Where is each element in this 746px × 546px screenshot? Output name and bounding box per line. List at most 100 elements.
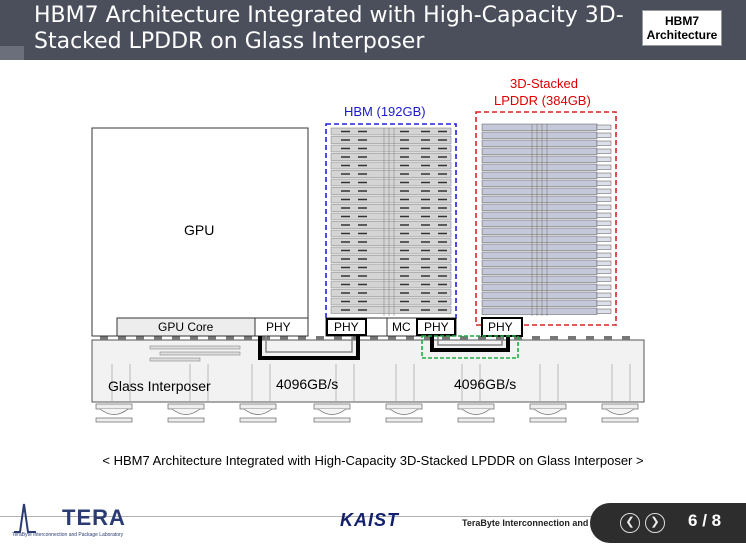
lpddr-layer (481, 187, 598, 195)
lpddr-layer-edge (596, 308, 612, 314)
hbm-layer (330, 127, 452, 136)
glass-interposer-label: Glass Interposer (108, 378, 211, 394)
lpddr-layer (481, 211, 598, 219)
micro-bump (550, 336, 558, 340)
lpddr-layer-edge (596, 148, 612, 154)
hbm-layer (330, 204, 452, 212)
title-band (0, 0, 746, 60)
bandwidth-left-label: 4096GB/s (276, 376, 339, 392)
page-separator: / (702, 511, 707, 530)
gpu-die (91, 127, 309, 337)
hbm-mc-label: MC (392, 320, 411, 334)
lpddr-layer-edge (596, 236, 612, 242)
kaist-logo: KAIST (340, 510, 399, 530)
hbm-layer (330, 263, 452, 272)
hbm-layer (330, 289, 452, 297)
solder-ball-pad (167, 403, 205, 410)
solder-ball-base (167, 417, 205, 423)
solder-ball-base (239, 417, 277, 423)
lpddr-layer-edge (596, 228, 612, 234)
micro-bump (334, 336, 342, 340)
solder-ball (461, 408, 491, 415)
interposer-trace (149, 357, 201, 362)
gpu-label: GPU (184, 222, 215, 238)
page-number: 6 / 8 (688, 511, 721, 531)
title-bar: HBM7 Architecture Integrated with High-C… (0, 0, 746, 60)
lpddr-layer-edge (596, 124, 612, 130)
micro-bump (442, 336, 450, 340)
lpddr-layer-edge (596, 156, 612, 162)
lpddr-layer (481, 235, 598, 243)
micro-bump (244, 336, 252, 340)
micro-bump (532, 336, 540, 340)
lpddr-layer (481, 147, 598, 155)
lpddr-layer (481, 283, 598, 291)
lpddr-layer (481, 227, 598, 235)
lpddr-layer-edge (596, 260, 612, 266)
hbm-phy-left (326, 318, 367, 336)
hbm-layer (330, 195, 452, 204)
lpddr-stack (481, 123, 612, 316)
lpddr-layer-edge (596, 268, 612, 274)
lpddr-layer (481, 243, 598, 251)
hbm-layer (330, 255, 452, 263)
solder-ball (317, 408, 347, 415)
micro-bump (424, 336, 432, 340)
title-accent (0, 46, 24, 60)
micro-bump (118, 336, 126, 340)
micro-bump (298, 336, 306, 340)
next-page-button[interactable]: ❯ (645, 513, 665, 533)
gpu-phy-block (254, 317, 309, 337)
lpddr-layer-edge (596, 212, 612, 218)
page-total: 8 (711, 511, 722, 530)
lpddr-layer-edge (596, 188, 612, 194)
lpddr-phy-label: PHY (488, 320, 513, 334)
hbm-layer (330, 246, 452, 255)
page-current: 6 (688, 511, 698, 530)
prev-page-button[interactable]: ❮ (620, 513, 640, 533)
lpddr-layer-edge (596, 276, 612, 282)
lpddr-layer (481, 291, 598, 299)
hbm-layer (330, 280, 452, 289)
micro-bump (190, 336, 198, 340)
lpddr-label-line-1: 3D-Stacked (510, 76, 578, 91)
micro-bump (154, 336, 162, 340)
solder-ball (389, 408, 419, 415)
lpddr-layer-edge (596, 284, 612, 290)
interposer-trace (159, 351, 241, 356)
lpddr-layer (481, 219, 598, 227)
lpddr-layer (481, 299, 598, 307)
micro-bump (496, 336, 504, 340)
tera-logo-icon (14, 503, 36, 533)
hbm-phy-left-label: PHY (334, 320, 359, 334)
hbm-layer (330, 212, 452, 221)
micro-bump (226, 336, 234, 340)
solder-ball-base (601, 417, 639, 423)
solder-ball-base (313, 417, 351, 423)
micro-bump (316, 336, 324, 340)
hbm-layer (330, 144, 452, 153)
lpddr-layer (481, 163, 598, 171)
hbm-layer (330, 221, 452, 229)
lpddr-layer (481, 195, 598, 203)
hbm-stack (330, 127, 452, 316)
gpu-hbm-link (258, 336, 360, 360)
solder-ball (605, 408, 635, 415)
lpddr-layer (481, 259, 598, 267)
solder-ball-pad (601, 403, 639, 410)
lpddr-layer (481, 251, 598, 259)
micro-bumps (100, 336, 630, 340)
gpu-core-label: GPU Core (158, 320, 214, 334)
lpddr-layer-edge (596, 132, 612, 138)
lpddr-layer (481, 179, 598, 187)
micro-bump (370, 336, 378, 340)
lpddr-layer (481, 203, 598, 211)
lpddr-layer-edge (596, 220, 612, 226)
micro-bump (100, 336, 108, 340)
solder-ball-pad (313, 403, 351, 410)
lpddr-layer (481, 267, 598, 275)
hbm-layer (330, 161, 452, 170)
solder-ball-pad (457, 403, 495, 410)
micro-bump (622, 336, 630, 340)
